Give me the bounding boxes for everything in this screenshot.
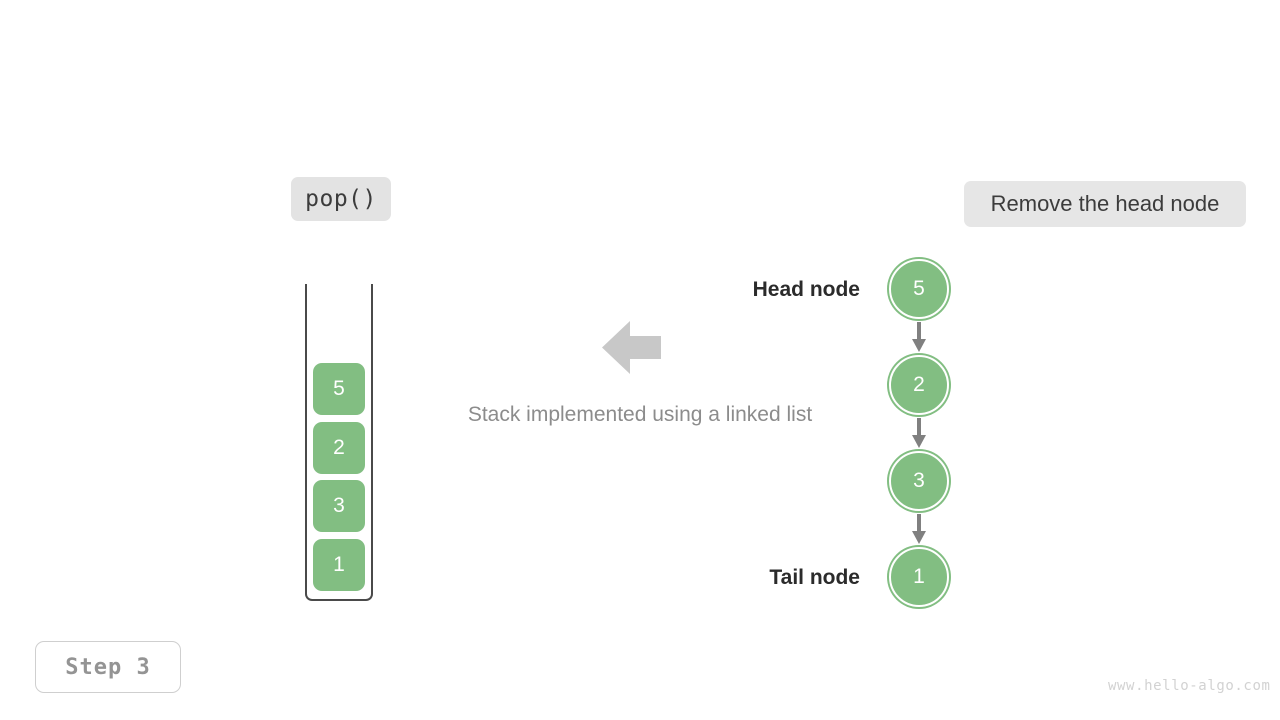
stack-cell: 5 (313, 363, 365, 415)
step-badge: Step 3 (35, 641, 181, 693)
linked-list-node: 1 (889, 547, 949, 607)
head-node-label: Head node (752, 278, 860, 301)
watermark: www.hello-algo.com (1108, 678, 1271, 694)
stack-cell: 2 (313, 422, 365, 474)
operation-badge: pop() (291, 177, 391, 221)
tail-node-label: Tail node (769, 566, 860, 589)
left-arrow-icon (602, 321, 661, 374)
diagram-caption: Stack implemented using a linked list (467, 403, 813, 426)
stack-cell: 1 (313, 539, 365, 591)
linked-list-node: 3 (889, 451, 949, 511)
stack-cell-group: 5 2 3 1 (313, 363, 365, 593)
linked-list-node: 2 (889, 355, 949, 415)
linked-list-node: 5 (889, 259, 949, 319)
stack-container (305, 284, 373, 601)
stack-cell: 3 (313, 480, 365, 532)
description-badge: Remove the head node (964, 181, 1246, 227)
